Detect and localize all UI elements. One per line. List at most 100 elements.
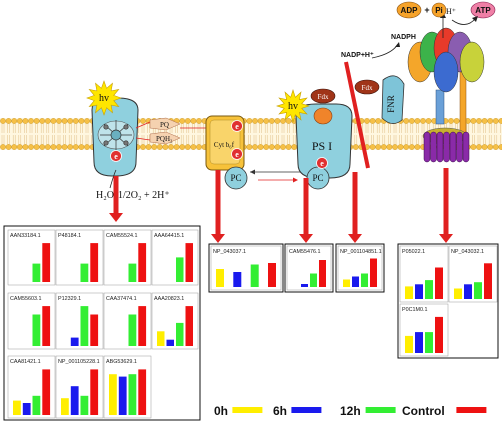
mini-chart: P05022.1	[399, 245, 449, 303]
mini-chart: CAM55603.1	[7, 292, 56, 350]
membrane-heads-top	[0, 118, 502, 124]
psi-label: PS I	[312, 139, 332, 153]
mapping-arrowhead	[439, 234, 453, 243]
mapping-arrowhead	[211, 234, 225, 243]
mini-chart: CAA81421.1	[7, 355, 56, 419]
plastocyanin-right: PC e	[306, 157, 330, 190]
mini-chart-title: NP_001104851.1	[340, 249, 382, 255]
bar-6h	[415, 332, 423, 353]
bar-6h	[118, 376, 127, 415]
bar-0h	[405, 286, 413, 299]
bar-control	[435, 316, 443, 353]
mapping-arrowhead	[348, 234, 362, 243]
mini-chart-title: ABG53629.1	[106, 359, 137, 365]
psii-chlorophyll-icon	[100, 120, 132, 150]
bar-12h	[32, 314, 41, 346]
bar-12h	[425, 280, 433, 299]
bar-12h	[128, 314, 137, 346]
bar-control	[138, 243, 147, 282]
mini-chart: ABG53629.1	[103, 355, 152, 419]
water-label: H₂O	[96, 190, 114, 201]
mini-chart-title: CAM55603.1	[10, 296, 41, 302]
mapping-arrow	[443, 168, 449, 235]
legend-swatch-control	[456, 407, 487, 413]
bar-control	[185, 306, 193, 346]
bar-0h	[13, 400, 21, 415]
mini-chart-title: AAN33184.1	[10, 233, 41, 239]
protein-mapping-arrows	[109, 168, 453, 243]
bar-6h	[352, 276, 359, 287]
mini-chart: CAM55476.1	[286, 245, 332, 291]
bar-control	[268, 263, 276, 287]
bar-6h	[166, 339, 174, 346]
bar-12h	[176, 257, 184, 282]
cyt-electron-bottom-icon	[231, 148, 243, 160]
mini-chart: P48184.1	[55, 229, 104, 286]
bar-0h	[109, 374, 117, 415]
bar-control	[42, 243, 51, 282]
bar-control	[138, 306, 147, 346]
bar-control	[42, 306, 51, 346]
pc-transfer-arrows	[250, 169, 300, 183]
plastocyanin-left: PC	[224, 166, 248, 190]
bar-12h	[176, 322, 184, 346]
bar-0h	[454, 288, 462, 299]
light-burst-right-icon: hv	[276, 89, 310, 123]
bar-control	[484, 263, 492, 299]
bar-12h	[80, 263, 89, 282]
cyt-electron-bottom-label: e	[235, 150, 239, 159]
bar-0h	[157, 331, 165, 346]
mini-chart-title: CAM55476.1	[289, 249, 320, 255]
hv-left-label: hv	[99, 93, 109, 104]
mini-chart: P12329.1	[55, 292, 104, 350]
bar-12h	[80, 306, 89, 346]
psi-electron-icon	[316, 157, 328, 169]
bar-6h	[70, 386, 79, 415]
mini-chart-title: P0C1M0.1	[402, 307, 427, 313]
mini-chart-title: CAA81421.1	[10, 359, 41, 365]
mini-chart: AAA64415.1	[151, 229, 199, 286]
bar-0h	[61, 398, 69, 415]
pqh2-label: PQH₂	[156, 135, 173, 143]
oxygen-label: 1/2O₂ + 2H⁺	[118, 190, 170, 201]
mini-chart-title: P12329.1	[58, 296, 81, 302]
bar-control	[319, 260, 326, 287]
atp-synthase-f1-head	[407, 27, 485, 93]
bar-6h	[22, 403, 31, 415]
legend-swatch-0h	[232, 407, 263, 413]
mini-chart: NP_001104851.1	[337, 245, 383, 291]
f1-subunit	[459, 41, 485, 83]
bar-12h	[80, 395, 89, 415]
fo-c-subunit	[443, 131, 450, 163]
plus-label: +	[424, 5, 429, 15]
bar-6h	[233, 272, 242, 287]
cyt-electron-top-label: e	[235, 122, 239, 131]
bar-control	[435, 267, 443, 299]
fo-c-subunit	[449, 131, 457, 163]
mini-chart-title: AAA64415.1	[154, 233, 184, 239]
bar-6h	[70, 337, 79, 346]
bar-12h	[310, 273, 317, 287]
bar-12h	[128, 263, 137, 282]
pc-right-label: PC	[312, 173, 323, 183]
mini-chart: AAA20823.1	[151, 292, 199, 350]
fo-c-subunit	[430, 131, 437, 163]
bar-12h	[474, 282, 482, 299]
cytochrome-b6f: Cyt b₆f e e	[205, 115, 245, 171]
legend-swatch-12h	[365, 407, 396, 413]
bar-12h	[32, 263, 41, 282]
light-burst-left-icon: hv	[86, 80, 122, 116]
atp-synthase: H⁺	[407, 7, 485, 163]
mapping-arrow	[215, 170, 221, 235]
mini-chart: CAA37474.1	[103, 292, 152, 350]
mini-chart-title: NP_043037.1	[213, 249, 246, 255]
mini-chart: NP_043032.1	[448, 245, 498, 303]
ferredoxin-top: Fdx	[310, 88, 336, 104]
mini-chart-title: NP_001105228.1	[58, 359, 100, 365]
mapping-arrow	[303, 178, 309, 235]
bar-control	[42, 369, 51, 415]
bar-control	[185, 243, 193, 282]
atp-synthase-fo-ring	[423, 131, 470, 163]
